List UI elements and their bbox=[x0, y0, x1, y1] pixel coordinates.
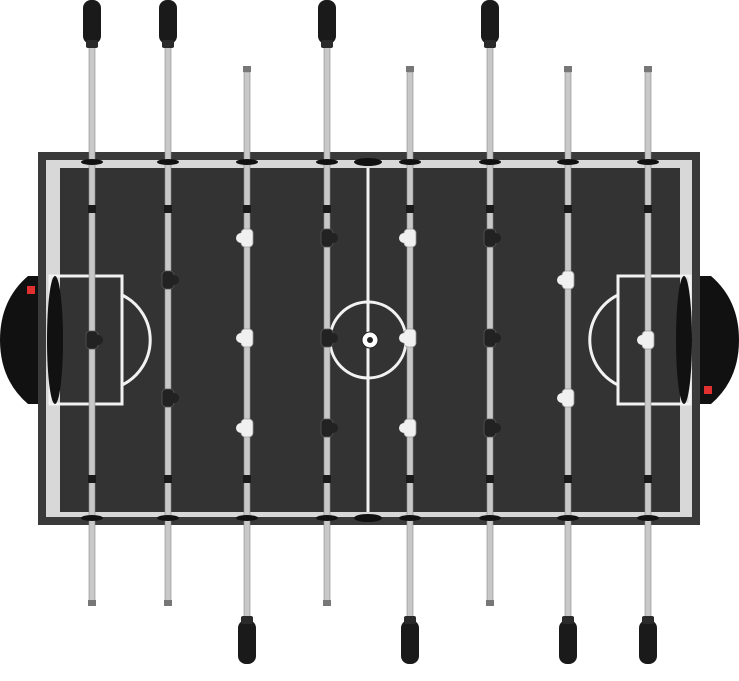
rod-bearing bbox=[81, 515, 103, 521]
rod-bearing bbox=[479, 159, 501, 165]
player-head bbox=[399, 333, 409, 343]
right-goal-icon bbox=[691, 276, 739, 404]
handle-icon bbox=[639, 620, 657, 664]
player-head bbox=[557, 275, 567, 285]
handle-icon bbox=[159, 0, 177, 44]
player-head bbox=[491, 423, 501, 433]
right-score-marker bbox=[704, 386, 712, 394]
rod-shaft bbox=[243, 71, 251, 631]
rod-bumper bbox=[88, 205, 96, 213]
rod-bumper bbox=[88, 475, 96, 483]
right-penalty-arc bbox=[588, 293, 619, 387]
rod bbox=[479, 0, 501, 606]
rod-bearing bbox=[557, 515, 579, 521]
player-head bbox=[328, 233, 338, 243]
handle-icon bbox=[83, 0, 101, 44]
rod-bumper bbox=[564, 475, 572, 483]
handle-icon bbox=[401, 620, 419, 664]
rod-bumper bbox=[406, 205, 414, 213]
rod bbox=[236, 66, 258, 664]
rod bbox=[81, 0, 103, 606]
rod-end-cap bbox=[406, 66, 414, 72]
rod-bumper bbox=[644, 205, 652, 213]
player-head bbox=[557, 393, 567, 403]
handle-icon bbox=[481, 0, 499, 44]
rod bbox=[157, 0, 179, 606]
player-head bbox=[491, 333, 501, 343]
rod-bumper bbox=[243, 475, 251, 483]
player-head bbox=[491, 233, 501, 243]
player-head bbox=[236, 233, 246, 243]
rod-bumper bbox=[323, 205, 331, 213]
left-goal-icon bbox=[0, 276, 48, 404]
rod-bearing bbox=[637, 159, 659, 165]
rod-end-cap bbox=[486, 600, 494, 606]
rod-end-cap bbox=[323, 600, 331, 606]
left-score-marker bbox=[27, 286, 35, 294]
rod-shaft bbox=[406, 71, 414, 631]
player-head bbox=[637, 335, 647, 345]
player-head bbox=[399, 423, 409, 433]
player-head bbox=[169, 393, 179, 403]
rod-bumper bbox=[164, 475, 172, 483]
rod bbox=[399, 66, 421, 664]
rod-bumper bbox=[486, 205, 494, 213]
player-head bbox=[328, 333, 338, 343]
rod-end-cap bbox=[243, 66, 251, 72]
rod-bumper bbox=[486, 475, 494, 483]
rod-bumper bbox=[164, 205, 172, 213]
rod-bearing bbox=[157, 159, 179, 165]
handle-collar bbox=[86, 40, 98, 48]
handle-collar bbox=[642, 616, 654, 624]
rod-bearing bbox=[399, 515, 421, 521]
rod-bearing bbox=[157, 515, 179, 521]
handle-icon bbox=[559, 620, 577, 664]
rod-bumper bbox=[564, 205, 572, 213]
rod bbox=[557, 66, 579, 664]
right-goal-slot bbox=[676, 276, 692, 404]
rod-bumper bbox=[323, 475, 331, 483]
handle-collar bbox=[321, 40, 333, 48]
handle-collar bbox=[162, 40, 174, 48]
ball bbox=[361, 331, 379, 349]
handle-collar bbox=[241, 616, 253, 624]
rod-end-cap bbox=[88, 600, 96, 606]
rod-bearing bbox=[236, 159, 258, 165]
rod-bearing bbox=[479, 515, 501, 521]
rod bbox=[316, 0, 338, 606]
handle-collar bbox=[484, 40, 496, 48]
rod-end-cap bbox=[164, 600, 172, 606]
rod-shaft bbox=[644, 71, 652, 631]
rod-bearing bbox=[81, 159, 103, 165]
handle-icon bbox=[238, 620, 256, 664]
ball-entry-bottom bbox=[354, 514, 382, 522]
player-head bbox=[328, 423, 338, 433]
handle-collar bbox=[404, 616, 416, 624]
rod-bumper bbox=[243, 205, 251, 213]
player-head bbox=[169, 275, 179, 285]
rod-bearing bbox=[557, 159, 579, 165]
player-head bbox=[93, 335, 103, 345]
rod-end-cap bbox=[564, 66, 572, 72]
player-head bbox=[236, 423, 246, 433]
rod-bearing bbox=[637, 515, 659, 521]
rod-bumper bbox=[644, 475, 652, 483]
rod-shaft bbox=[564, 71, 572, 631]
ball-entry-top bbox=[354, 158, 382, 166]
player-head bbox=[399, 233, 409, 243]
handle-icon bbox=[318, 0, 336, 44]
rod-bearing bbox=[316, 515, 338, 521]
handle-collar bbox=[562, 616, 574, 624]
left-penalty-arc bbox=[121, 293, 152, 387]
rod-bearing bbox=[316, 159, 338, 165]
rod-bearing bbox=[399, 159, 421, 165]
rod bbox=[637, 66, 659, 664]
left-goal-slot bbox=[47, 276, 63, 404]
rod-bumper bbox=[406, 475, 414, 483]
player-head bbox=[236, 333, 246, 343]
rod-bearing bbox=[236, 515, 258, 521]
rod-end-cap bbox=[644, 66, 652, 72]
